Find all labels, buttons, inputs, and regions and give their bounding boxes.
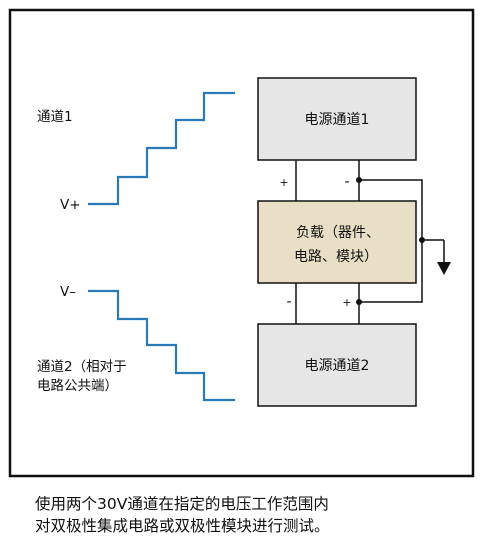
power-supply-channel2-label: 电源通道2 [305, 358, 370, 374]
channel1-label: 通道1 [37, 109, 73, 125]
caption-line2: 对双极性集成电路或双极性模块进行测试。 [35, 517, 330, 535]
junction-dot-ground [419, 237, 425, 243]
figure-caption: 使用两个30V通道在指定的电压工作范围内 对双极性集成电路或双极性模块进行测试。 [35, 493, 475, 537]
channel2-label-line1: 通道2（相对于 [37, 359, 127, 375]
channel1-step-waveform [88, 91, 235, 206]
diagram-frame [8, 8, 475, 478]
v-minus-label: V– [60, 284, 76, 300]
channel2-label-line2: 电路公共端） [37, 378, 118, 394]
channel2-step-waveform [88, 289, 235, 402]
junction-dot-ch2 [356, 299, 362, 305]
junction-dot-ch1 [356, 177, 362, 183]
v-plus-label: V+ [60, 197, 81, 213]
load-box [257, 200, 417, 284]
power-supply-channel1-label: 电源通道1 [305, 112, 370, 128]
power-supply-channel1-box [257, 77, 417, 161]
load-label-line1: 负载（器件、 [296, 225, 380, 241]
ground-arrow-icon [437, 262, 451, 275]
terminal-ch1-minus: - [344, 174, 349, 190]
power-supply-channel2-box [257, 323, 417, 407]
load-label-line2: 电路、模块） [294, 249, 378, 265]
terminal-ch2-minus: - [286, 294, 291, 310]
terminal-ch1-plus: + [279, 176, 288, 189]
terminal-ch2-plus: + [342, 296, 351, 309]
caption-line1: 使用两个30V通道在指定的电压工作范围内 [35, 495, 329, 513]
